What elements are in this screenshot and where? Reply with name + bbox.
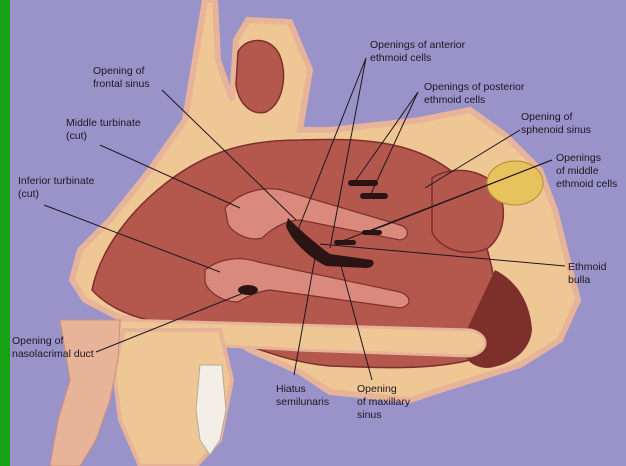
label-line: ethmoid cells [424, 94, 485, 106]
label-line: Inferior turbinate [18, 175, 95, 187]
label-line: nasolacrimal duct [12, 348, 94, 360]
label-line: Opening [357, 383, 397, 395]
label-line: Middle turbinate [66, 117, 141, 129]
label-line: of middle [556, 165, 599, 177]
label-line: Openings of posterior [424, 81, 525, 93]
ethmoid-opening [360, 193, 388, 199]
label-line: frontal sinus [93, 78, 150, 90]
ethmoid-opening [334, 240, 356, 245]
label-line: of maxillary [357, 396, 411, 408]
label-line: Opening of [93, 65, 144, 77]
left-green-border [0, 0, 10, 466]
frontal-sinus [236, 40, 284, 112]
label-line: Hiatus [276, 383, 306, 395]
label-line: ethmoid cells [556, 178, 617, 190]
label-line: ethmoid cells [370, 52, 431, 64]
label-line: bulla [568, 274, 590, 286]
label-line: (cut) [66, 130, 87, 142]
label-line: sphenoid sinus [521, 124, 591, 136]
label-line: Openings of anterior [370, 39, 466, 51]
ethmoid-opening [348, 180, 378, 186]
label-line: Opening of [12, 335, 63, 347]
label-line: Openings [556, 152, 601, 164]
label-line: Ethmoid [568, 261, 607, 273]
label-line: Opening of [521, 111, 572, 123]
label-line: (cut) [18, 188, 39, 200]
label-frontal-sinus: Opening of frontal sinus [93, 65, 150, 90]
label-line: semilunaris [276, 396, 329, 408]
label-line: sinus [357, 409, 382, 421]
pituitary-gland [487, 161, 543, 205]
